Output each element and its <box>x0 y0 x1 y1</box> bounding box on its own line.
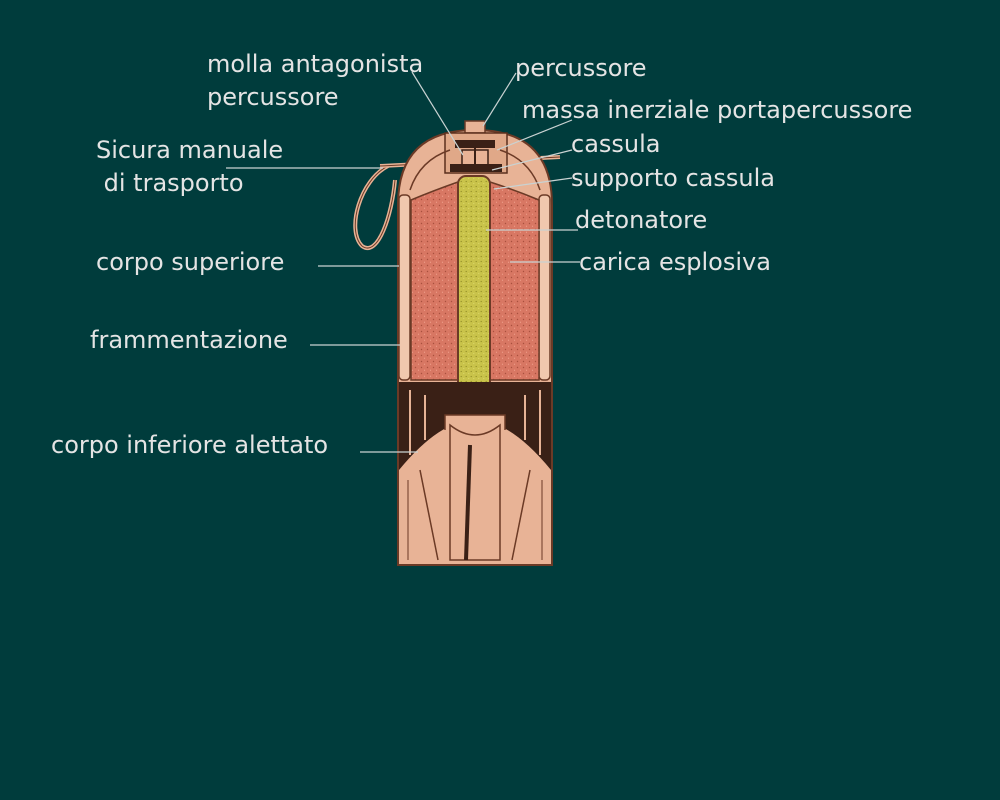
label-primer: cassula <box>571 130 661 158</box>
leader-line-spring <box>411 71 464 156</box>
label-striker: percussore <box>515 54 647 82</box>
leader-line-primer-support <box>493 177 573 190</box>
label-detonator: detonatore <box>575 206 708 234</box>
label-upper-body: corpo superiore <box>96 248 285 276</box>
label-inertial-mass: massa inerziale portapercussore <box>522 96 913 124</box>
label-charge: carica esplosiva <box>579 248 771 276</box>
label-primer-support: supporto cassula <box>571 164 775 192</box>
leader-lines <box>226 71 580 453</box>
leader-line-inertial-mass <box>496 119 573 151</box>
label-safety: Sicura manuale di trasporto <box>96 136 284 197</box>
leader-line-primer <box>491 149 573 171</box>
explosive-charge <box>410 180 540 381</box>
leader-line-striker <box>482 72 517 127</box>
detonator-tube <box>457 175 497 413</box>
finned-lower-body <box>398 382 552 566</box>
label-fragmentation: frammentazione <box>90 326 288 354</box>
label-lower-body: corpo inferiore alettato <box>51 431 329 459</box>
